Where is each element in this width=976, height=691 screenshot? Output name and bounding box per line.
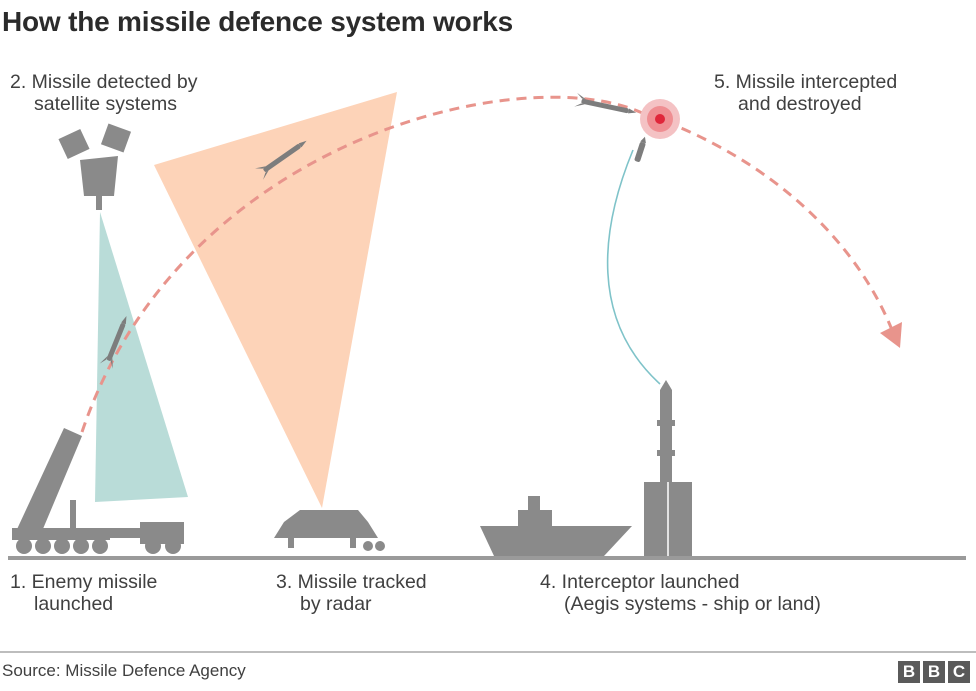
satellite-icon (58, 123, 132, 210)
step-1-label: 1. Enemy missile launched (10, 571, 157, 615)
ship-icon (480, 496, 632, 556)
missile-trajectory (80, 95, 894, 433)
page-title: How the missile defence system works (2, 6, 514, 37)
launcher-truck-icon (12, 428, 184, 554)
step-5-label: 5. Missile intercepted and destroyed (714, 71, 897, 115)
interceptor-missile-icon (634, 136, 646, 162)
source-credit: Source: Missile Defence Agency (2, 661, 246, 680)
missile-icon (99, 316, 127, 369)
interceptor-path (606, 149, 661, 385)
step-3-line-1: 3. Missile tracked (276, 571, 427, 593)
bbc-logo-letter: B (923, 661, 945, 683)
step-2-line-2: satellite systems (34, 93, 178, 115)
trajectory-arrowhead-icon (880, 322, 902, 348)
step-1-line-1: 1. Enemy missile (10, 571, 158, 593)
radar-beam (154, 92, 397, 508)
footer-divider (0, 651, 976, 653)
step-2-line-1: 2. Missile detected by (10, 71, 198, 93)
radar-vehicle-icon (274, 510, 385, 551)
satellite-beam (95, 212, 188, 502)
step-4-label: 4. Interceptor launched (Aegis systems -… (540, 571, 821, 615)
explosion-icon (640, 99, 680, 139)
bbc-logo-letter: B (898, 661, 920, 683)
step-5-line-2: and destroyed (738, 93, 862, 115)
missile-icon (574, 92, 637, 114)
step-3-label: 3. Missile tracked by radar (276, 571, 427, 615)
step-3-line-2: by radar (300, 593, 372, 615)
bbc-logo: B B C (898, 661, 970, 683)
step-1-line-2: launched (34, 593, 114, 615)
step-2-label: 2. Missile detected by satellite systems (10, 71, 198, 115)
step-5-line-1: 5. Missile intercepted (714, 71, 898, 93)
step-4-line-1: 4. Interceptor launched (540, 571, 740, 593)
bbc-logo-letter: C (948, 661, 970, 683)
ground-line (8, 556, 966, 560)
step-4-line-2: (Aegis systems - ship or land) (564, 593, 821, 615)
